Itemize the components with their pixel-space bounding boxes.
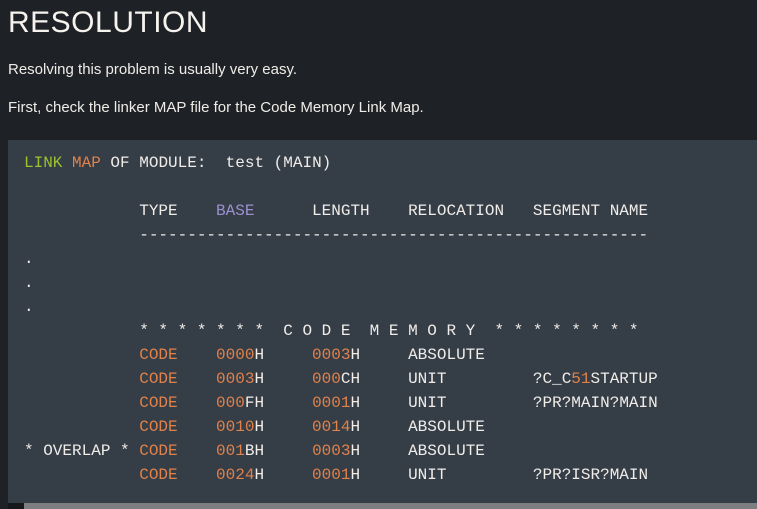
linker-map-code-block: LINK MAP OF MODULE: test (MAIN) TYPE BAS… — [8, 140, 757, 503]
code-line: . — [24, 298, 34, 316]
code-line: CODE 0000H 0003H ABSOLUTE — [139, 346, 485, 364]
code-line: ----------------------------------------… — [24, 226, 649, 244]
code-line: LINK MAP OF MODULE: test (MAIN) — [24, 154, 332, 172]
code-line: CODE 0024H 0001H UNIT ?PR?ISR?MAIN — [139, 466, 649, 484]
code-line: * OVERLAP * CODE 001BH 0003H ABSOLUTE — [24, 442, 485, 460]
intro-paragraph: Resolving this problem is usually very e… — [8, 61, 298, 78]
instruction-paragraph: First, check the linker MAP file for the… — [8, 99, 424, 116]
code-line: TYPE BASE LENGTH RELOCATION SEGMENT NAME — [24, 202, 649, 220]
code-line: CODE 0010H 0014H ABSOLUTE — [139, 418, 485, 436]
code-line — [24, 175, 757, 199]
horizontal-scrollbar-track[interactable] — [8, 503, 757, 509]
code-line: * * * * * * * C O D E M E M O R Y * * * … — [24, 322, 639, 340]
code-line: CODE 000FH 0001H UNIT ?PR?MAIN?MAIN — [139, 394, 658, 412]
code-line: CODE 0003H 000CH UNIT ?C_C51STARTUP — [139, 370, 658, 388]
horizontal-scrollbar-thumb[interactable] — [24, 503, 757, 509]
code-line: . — [24, 250, 34, 268]
code-line: . — [24, 274, 34, 292]
page-title: RESOLUTION — [8, 6, 209, 39]
